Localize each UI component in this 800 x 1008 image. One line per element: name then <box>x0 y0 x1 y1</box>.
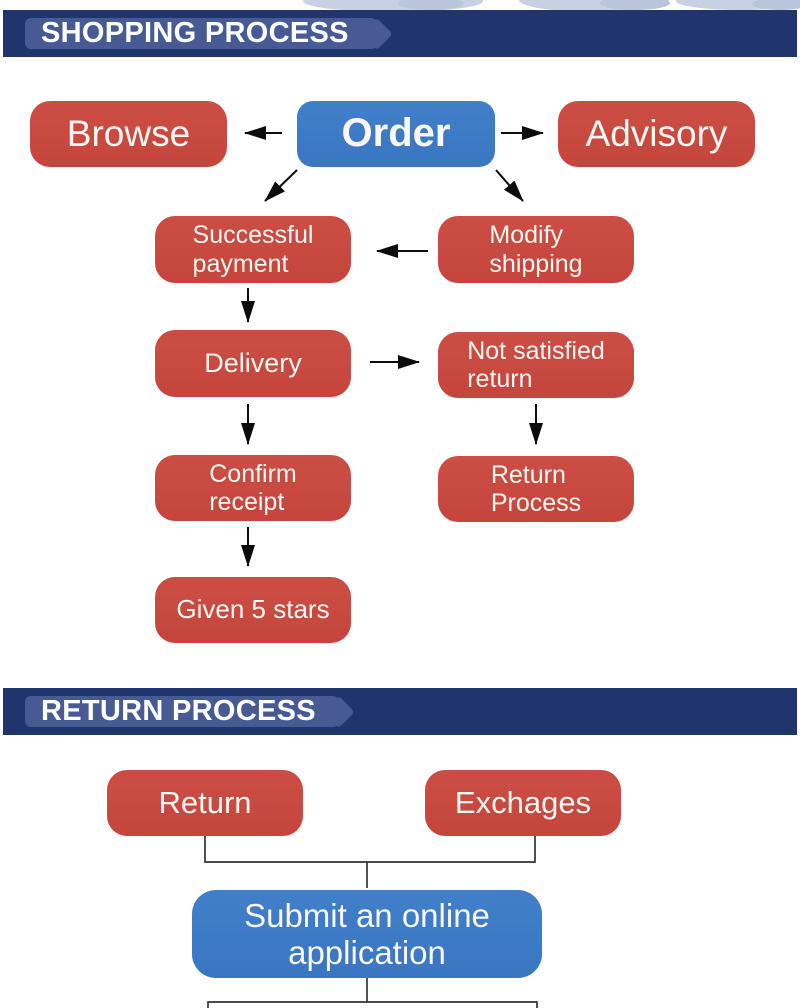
arrow-order-to-successful-payment <box>264 169 298 202</box>
node-confirm-receipt: Confirm receipt <box>155 455 351 521</box>
shopping-process-header-banner: SHOPPING PROCESS <box>25 17 377 49</box>
arrow-order-to-modify-shipping <box>495 169 524 202</box>
node-confirm-receipt-label: Confirm receipt <box>209 459 297 516</box>
node-given-5-stars-label: Given 5 stars <box>176 594 330 625</box>
node-advisory-label: Advisory <box>585 113 728 155</box>
world-map-fragment <box>676 0 800 10</box>
node-browse: Browse <box>30 101 227 167</box>
node-exchanges: Exchages <box>425 770 621 836</box>
node-advisory: Advisory <box>558 101 755 167</box>
node-return-process: Return Process <box>438 456 634 522</box>
return-process-header-bar: RETURN PROCESS <box>3 688 797 735</box>
node-not-satisfied-return: Not satisfied return <box>438 332 634 398</box>
node-delivery-label: Delivery <box>204 348 302 379</box>
node-successful-payment: Successful payment <box>155 216 351 283</box>
shopping-process-header-title: SHOPPING PROCESS <box>41 17 349 49</box>
return-process-header-title: RETURN PROCESS <box>41 695 316 727</box>
node-submit-application: Submit an online application <box>192 890 542 978</box>
node-not-satisfied-return-label: Not satisfied return <box>467 336 605 393</box>
return-process-header-banner: RETURN PROCESS <box>25 695 339 727</box>
node-modify-shipping: Modify shipping <box>438 216 634 283</box>
shopping-process-header-bar: SHOPPING PROCESS <box>3 10 797 57</box>
node-given-5-stars: Given 5 stars <box>155 577 351 643</box>
node-delivery: Delivery <box>155 330 351 397</box>
node-order: Order <box>297 101 495 167</box>
node-return: Return <box>107 770 303 836</box>
node-exchanges-label: Exchages <box>454 785 592 821</box>
node-browse-label: Browse <box>66 113 191 155</box>
bracket-return-exchanges <box>204 836 536 863</box>
node-submit-application-label: Submit an online application <box>244 896 490 971</box>
world-map-fragment <box>398 0 464 10</box>
node-order-label: Order <box>341 111 451 156</box>
node-return-label: Return <box>158 785 252 821</box>
node-modify-shipping-label: Modify shipping <box>489 221 583 278</box>
bracket-bottom-cutoff <box>207 1001 538 1008</box>
world-map-fragment <box>600 0 670 10</box>
node-successful-payment-label: Successful payment <box>192 221 314 278</box>
node-return-process-label: Return Process <box>490 460 582 517</box>
world-map-fragment <box>752 0 800 10</box>
